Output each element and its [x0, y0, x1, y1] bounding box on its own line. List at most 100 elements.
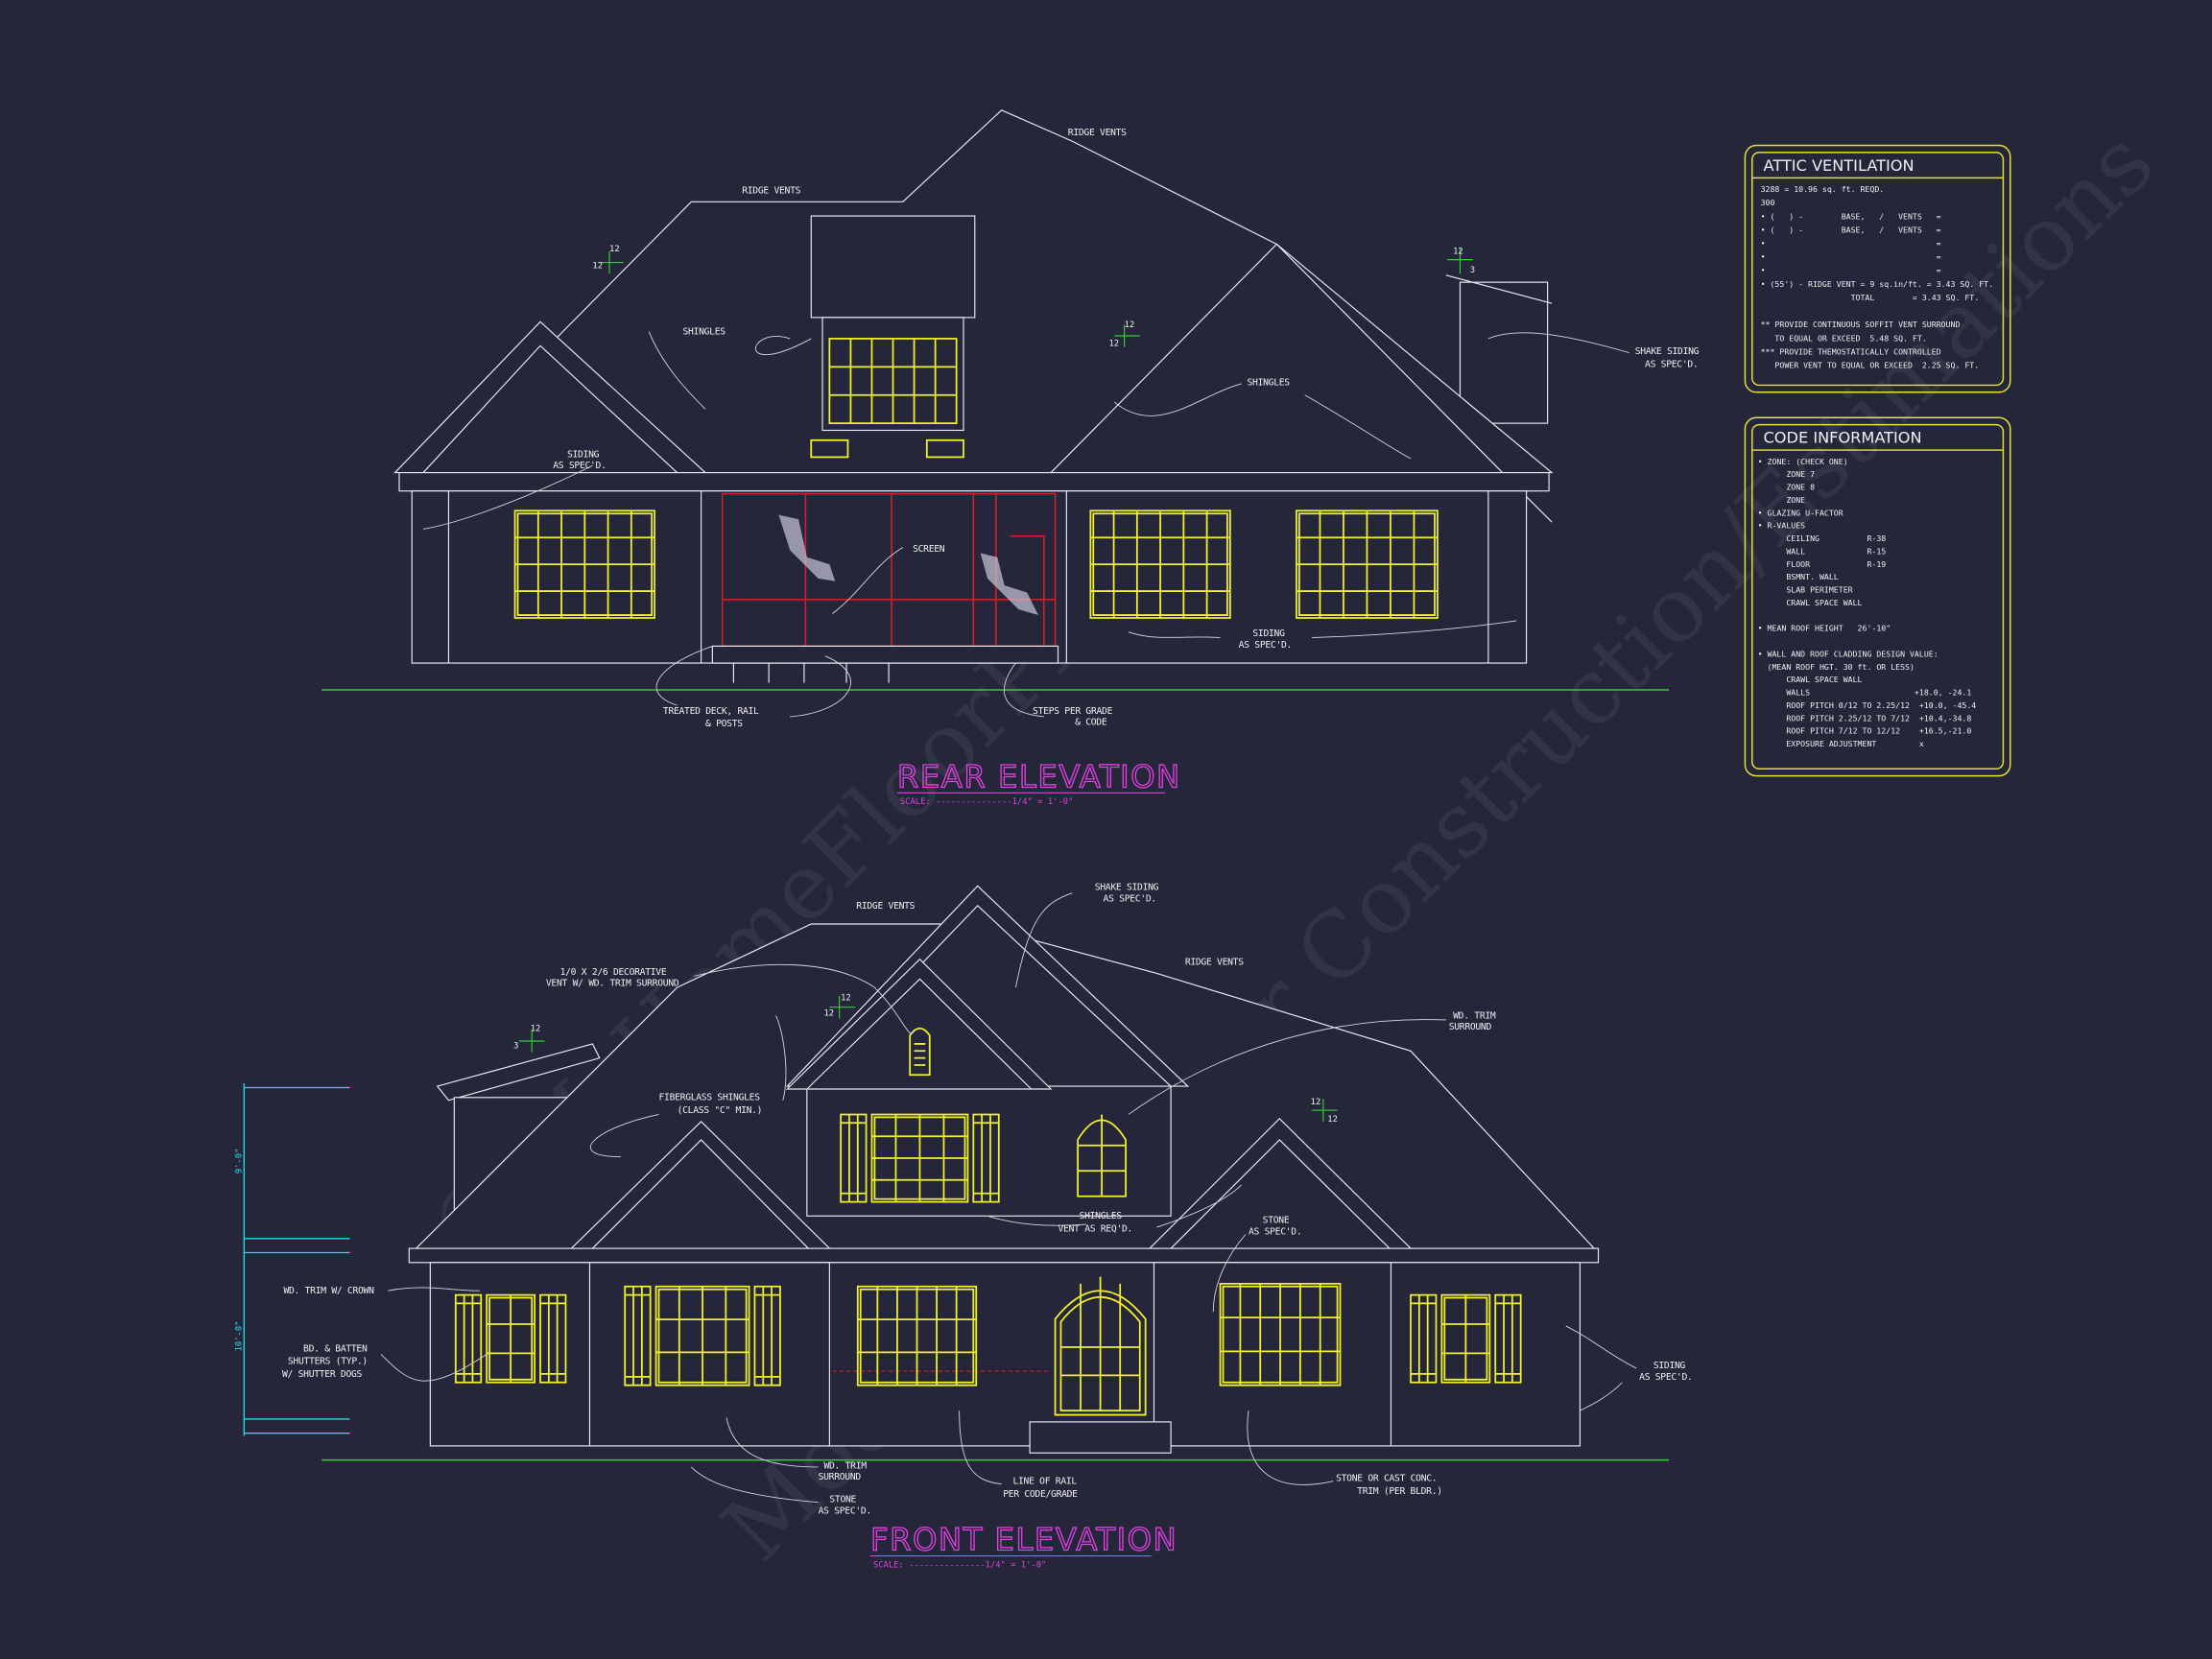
shutter	[1410, 1293, 1438, 1384]
label-shake-siding: SHAKE SIDING	[1095, 883, 1159, 893]
table-line: • WALL AND ROOF CLADDING DESIGN VALUE:	[1758, 649, 1938, 658]
label-deck: & POSTS	[705, 719, 743, 729]
table-line: CRAWL SPACE WALL	[1758, 675, 1863, 684]
svg-text:3: 3	[513, 1041, 518, 1051]
attic-vent	[810, 438, 849, 459]
table-line: ZONE	[1758, 495, 1806, 505]
code-information-table: CODE INFORMATION • ZONE: (CHECK ONE) ZON…	[1744, 416, 2011, 777]
window	[513, 510, 655, 619]
dimension-upper: 9'-0"	[234, 1149, 244, 1174]
shake-wing	[1459, 281, 1549, 424]
label-shake-siding: AS SPEC'D.	[1645, 359, 1698, 369]
table-line: 300	[1761, 198, 1775, 207]
rear-elevation-title: REAR ELEVATION	[897, 758, 1181, 794]
attic-ventilation-title: ATTIC VENTILATION	[1764, 156, 1915, 175]
eave-band	[408, 1247, 1600, 1264]
shutter	[539, 1293, 567, 1384]
table-line: SLAB PERIMETER	[1758, 585, 1853, 595]
decorative-vent	[909, 1027, 931, 1077]
label-steps: & CODE	[1075, 718, 1107, 728]
table-line: • ( ) - BASE, / VENTS =	[1761, 225, 1941, 234]
front-elevation-title: FRONT ELEVATION	[870, 1522, 1177, 1558]
table-line: (MEAN ROOF HGT. 30 ft. OR LESS)	[1758, 662, 1915, 672]
label-ridge-vents: RIDGE VENTS	[1068, 128, 1127, 138]
label-screen: SCREEN	[913, 544, 945, 555]
label-stone: STONE	[829, 1495, 856, 1505]
front-door	[1054, 1276, 1147, 1416]
table-line: • ( ) - BASE, / VENTS =	[1761, 211, 1941, 221]
label-decorative-vent: 1/0 X 2/6 DECORATIVE	[560, 967, 667, 978]
svg-text:12: 12	[1453, 248, 1463, 257]
svg-text:12: 12	[1125, 320, 1135, 330]
table-line: • (55') - RIDGE VENT = 9 sq.in/ft. = 3.4…	[1761, 279, 1993, 289]
window	[840, 1113, 1000, 1203]
table-line: ** PROVIDE CONTINUOUS SOFFIT VENT SURROU…	[1761, 320, 1961, 329]
label-shutters: BD. & BATTEN	[303, 1343, 368, 1354]
svg-text:12: 12	[823, 1009, 834, 1019]
front-elevation-scale: SCALE: ---------------1/4" = 1'-0"	[873, 1560, 1046, 1570]
table-line: • GLAZING U-FACTOR	[1758, 508, 1843, 517]
window	[454, 1293, 567, 1384]
dimension-lower: 10'-0"	[234, 1321, 244, 1352]
shutter	[972, 1113, 1000, 1203]
label-ridge-vents: RIDGE VENTS	[1185, 958, 1244, 968]
label-shutters: SHUTTERS (TYP.)	[288, 1357, 368, 1367]
label-ridge-vents: RIDGE VENTS	[856, 901, 915, 912]
table-line: CEILING R-38	[1758, 533, 1887, 543]
svg-text:12: 12	[592, 261, 603, 271]
label-steps: STEPS PER GRADE	[1033, 706, 1113, 717]
svg-text:3: 3	[1470, 266, 1475, 275]
label-siding: SIDING	[1252, 628, 1285, 639]
second-floor-block	[806, 1085, 1172, 1217]
label-decorative-vent: VENT W/ WD. TRIM SURROUND	[546, 979, 679, 989]
window	[1219, 1282, 1342, 1386]
porch-steps	[1029, 1421, 1172, 1454]
window	[1089, 510, 1231, 619]
table-line: • =	[1761, 266, 1941, 275]
svg-text:12: 12	[531, 1025, 541, 1034]
label-line-of-rail: LINE OF RAIL	[1012, 1477, 1077, 1487]
table-line: CRAWL SPACE WALL	[1758, 598, 1863, 607]
table-line: ZONE 7	[1758, 469, 1815, 479]
window	[624, 1285, 781, 1386]
label-siding: SIDING	[1653, 1361, 1686, 1371]
table-line: • ZONE: (CHECK ONE)	[1758, 457, 1848, 466]
label-wd-trim-surround: SURROUND	[1449, 1022, 1492, 1032]
label-siding: AS SPEC'D.	[553, 461, 606, 471]
height-dimensions: 9'-0" 10'-0"	[234, 1083, 350, 1436]
table-line: • =	[1761, 238, 1941, 248]
label-shingles: SHINGLES	[682, 327, 725, 338]
rear-elevation-drawing: RIDGE VENTS RIDGE VENTS SHINGLES SHINGLE…	[321, 109, 1700, 807]
attic-vent	[925, 438, 964, 459]
table-line: BSMNT. WALL	[1758, 572, 1839, 581]
svg-text:12: 12	[841, 993, 851, 1003]
table-line: WALLS +18.0, -24.1	[1758, 688, 1972, 698]
shutter	[840, 1113, 868, 1203]
label-siding: SIDING	[567, 449, 600, 460]
label-stone-cast: STONE OR CAST CONC.	[1336, 1474, 1437, 1484]
label-stone: STONE	[1263, 1216, 1290, 1226]
table-line: ZONE 8	[1758, 483, 1815, 492]
roof-pitch-symbol: 12 3	[1447, 248, 1475, 275]
deck	[711, 645, 1059, 664]
table-line: ROOF PITCH 2.25/12 TO 7/12 +10.4,-34.8	[1758, 713, 1972, 723]
roof-pitch-symbol: 12 12	[1311, 1098, 1338, 1125]
shutter	[753, 1285, 781, 1386]
front-elevation-drawing: 9'-0" 10'-0"	[234, 883, 1692, 1571]
svg-text:12: 12	[1108, 339, 1119, 348]
label-shake-siding: SHAKE SIDING	[1635, 346, 1700, 357]
label-fiberglass-shingles: FIBERGLASS SHINGLES	[659, 1093, 761, 1103]
inner-gable	[785, 958, 1053, 1090]
table-line: • MEAN ROOF HEIGHT 26'-10"	[1758, 624, 1891, 633]
label-stone: AS SPEC'D.	[1249, 1226, 1301, 1237]
label-shutters: W/ SHUTTER DOGS	[282, 1369, 363, 1380]
label-shingles-vent: SHINGLES	[1080, 1211, 1123, 1221]
svg-text:12: 12	[609, 245, 620, 254]
table-line: ROOF PITCH 0/12 TO 2.25/12 +10.0, -45.4	[1758, 700, 1977, 710]
roof-pitch-symbol: 12 12	[823, 993, 855, 1019]
shutter	[454, 1293, 483, 1384]
label-ridge-vents: RIDGE VENTS	[742, 186, 800, 197]
label-stone: AS SPEC'D.	[819, 1505, 871, 1516]
arched-window	[1077, 1114, 1127, 1197]
table-line: *** PROVIDE THEMOSTATICALLY CONTROLLED	[1761, 346, 1941, 356]
